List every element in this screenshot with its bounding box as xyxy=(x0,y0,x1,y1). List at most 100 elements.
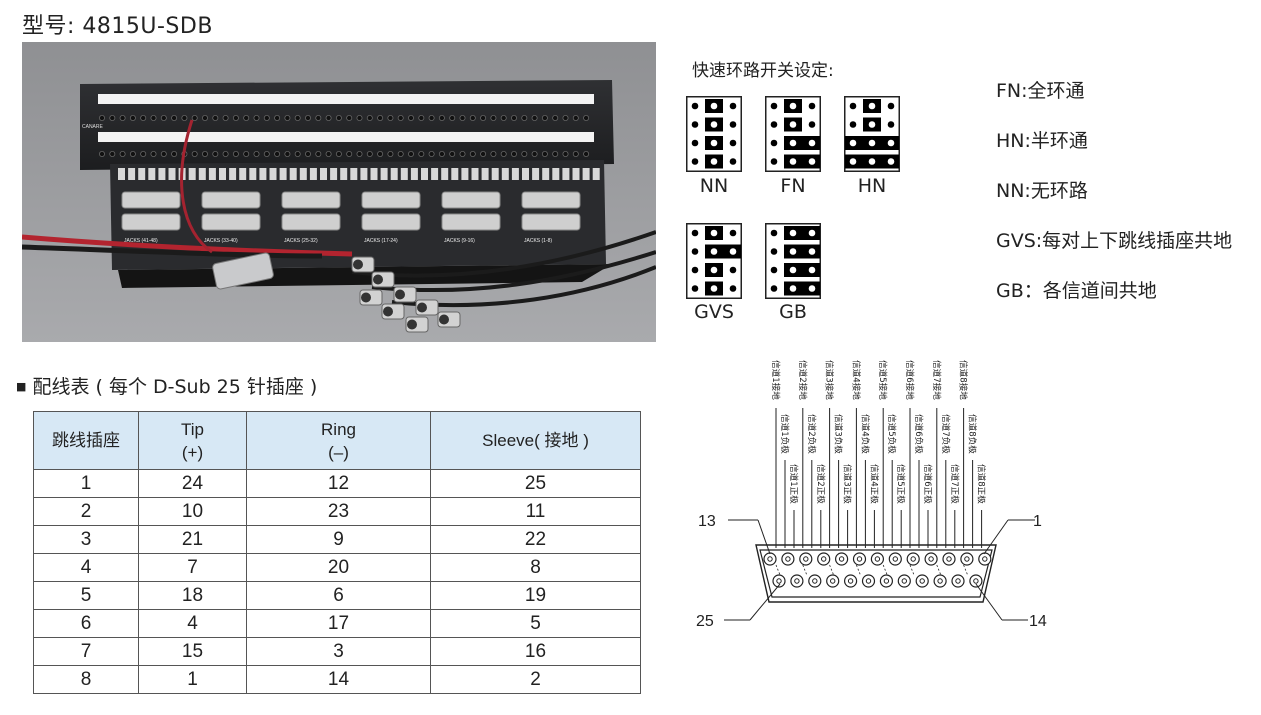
cable-clip xyxy=(299,168,307,180)
cable-clip xyxy=(148,168,156,180)
cable-clip xyxy=(400,168,408,180)
jack-hole xyxy=(232,115,239,122)
dsub-port xyxy=(521,213,581,231)
jumper-diagram xyxy=(765,96,821,172)
cable-clip xyxy=(330,168,338,180)
channel-link xyxy=(909,564,915,576)
channel-link xyxy=(802,564,808,576)
jumper-pin xyxy=(770,158,778,165)
table-cell: 4 xyxy=(33,553,139,582)
pin-label-13: 13 xyxy=(698,513,716,530)
jack-hole xyxy=(500,151,507,158)
positive-label: 信道7正极 xyxy=(949,464,961,504)
jack-hole xyxy=(438,151,445,158)
legend-hn: HN:半环通 xyxy=(996,130,1088,152)
jack-group-label: JACKS (1-8) xyxy=(524,238,552,244)
jack-hole xyxy=(583,151,590,158)
negative-label: 信道1负极 xyxy=(779,414,791,454)
cable-clip xyxy=(168,168,176,180)
jumper-pin xyxy=(729,248,737,255)
jack-row-top xyxy=(99,115,590,158)
cable-clip xyxy=(441,168,449,180)
jack-hole xyxy=(150,151,157,158)
wiring-heading-text: 配线表 ( 每个 D-Sub 25 针插座 ) xyxy=(32,376,318,398)
jumper-pin xyxy=(808,266,816,274)
jumper-label-gb: GB xyxy=(779,301,807,323)
jack-hole xyxy=(325,115,332,122)
jack-hole xyxy=(335,151,342,158)
jumper-pin xyxy=(770,139,778,147)
ground-label: 信道3接地 xyxy=(824,360,836,400)
table-cell: 7 xyxy=(138,553,247,582)
jack-hole xyxy=(397,115,404,122)
jumper-pin xyxy=(868,121,876,128)
negative-label: 信道8负极 xyxy=(967,414,979,454)
jack-hole xyxy=(263,151,270,158)
table-cell: 5 xyxy=(430,609,641,638)
jack-hole xyxy=(510,115,517,122)
cable-clip xyxy=(259,168,267,180)
jack-hole xyxy=(510,151,517,158)
jumper-pin xyxy=(868,139,876,147)
xlr-face xyxy=(353,259,363,270)
cable-clip xyxy=(198,168,206,180)
table-cell: 2 xyxy=(33,497,139,526)
jumper-diagram xyxy=(686,223,742,299)
cable-clip xyxy=(239,168,247,180)
ground-label: 信道5接地 xyxy=(877,360,889,400)
jack-hole xyxy=(140,151,147,158)
jack-hole xyxy=(490,151,497,158)
jack-hole xyxy=(212,151,219,158)
cable-clip xyxy=(410,168,418,180)
jack-hole xyxy=(191,151,198,158)
jumper-pin xyxy=(789,229,797,237)
jack-hole xyxy=(346,115,353,122)
jack-group-label: JACKS (17-24) xyxy=(364,238,398,244)
ground-label: 信道4接地 xyxy=(850,360,862,400)
positive-label: 信道2正极 xyxy=(815,464,827,504)
jack-group-label: JACKS (33-40) xyxy=(204,238,238,244)
jumper-pin xyxy=(789,285,797,292)
pin-label-14: 14 xyxy=(1029,613,1047,630)
table-cell: 2 xyxy=(430,665,641,694)
negative-label: 信道5负极 xyxy=(886,414,898,454)
jack-hole xyxy=(541,151,548,158)
channel-link xyxy=(829,564,834,576)
cable-clip xyxy=(219,168,226,180)
jumper-pin xyxy=(868,102,876,110)
jumper-pin xyxy=(710,285,718,292)
jack-hole xyxy=(438,115,445,122)
cable-clip xyxy=(350,168,358,180)
jumper-pin xyxy=(808,285,816,292)
jumper-pin xyxy=(710,266,718,274)
jumper-cap xyxy=(784,226,820,240)
jack-hole xyxy=(377,115,384,122)
jumper-pin xyxy=(770,121,778,128)
cable-clip xyxy=(249,168,257,180)
header-tip: Tip (+) xyxy=(138,411,247,470)
negative-label: 信道4负极 xyxy=(859,414,871,454)
xlr-face xyxy=(383,306,393,317)
cable-clip xyxy=(269,168,277,180)
header-jack: 跳线插座 xyxy=(33,411,139,470)
jumper-label-gvs: GVS xyxy=(694,301,734,323)
jack-hole xyxy=(129,115,136,122)
cable-clip xyxy=(572,168,580,180)
jumper-fn xyxy=(765,96,821,176)
jack-hole xyxy=(243,151,250,158)
jack-hole xyxy=(480,115,487,122)
cable-clip xyxy=(552,168,560,180)
jumper-pin xyxy=(770,229,778,237)
jumper-gb xyxy=(765,223,821,303)
jumper-pin xyxy=(691,121,699,128)
dsub-shell-inner xyxy=(759,549,993,598)
jack-hole xyxy=(377,151,384,158)
table-cell: 21 xyxy=(138,525,247,554)
negative-label: 信道6负极 xyxy=(913,414,925,454)
xlr-face xyxy=(439,314,449,325)
cable-clip xyxy=(309,168,317,180)
jack-hole xyxy=(521,115,528,122)
jack-hole xyxy=(304,151,311,158)
jumper-pin xyxy=(691,158,699,165)
